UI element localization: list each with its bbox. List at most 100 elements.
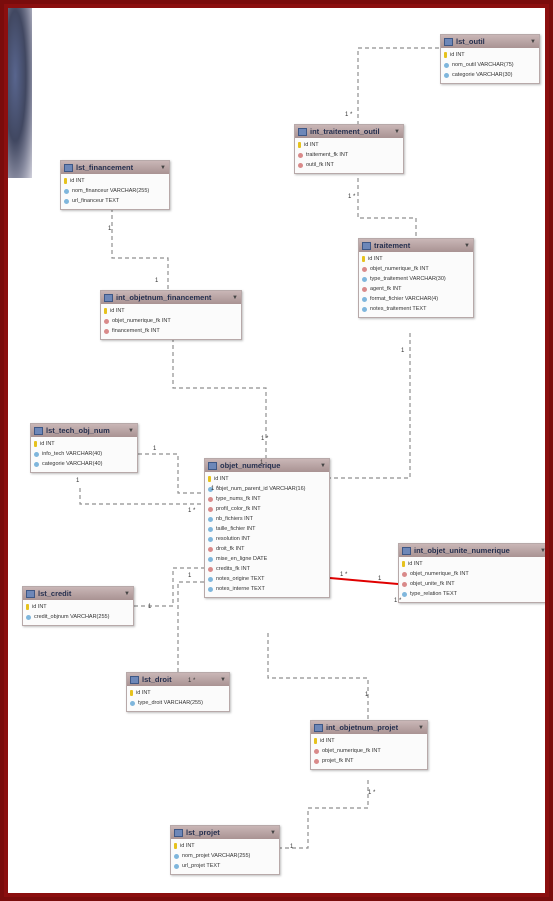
entity-title: lst_credit: [38, 589, 72, 598]
entity-field: objet_unite_fk INT: [402, 579, 545, 589]
chevron-down-icon[interactable]: ▼: [540, 547, 546, 554]
entity-field: financement_fk INT: [104, 326, 238, 336]
entity-field: nom_outil VARCHAR(75): [444, 60, 536, 70]
foreign-key-icon: [208, 566, 213, 572]
cardinality-label: 1: [76, 478, 80, 484]
chevron-down-icon[interactable]: ▼: [418, 724, 424, 731]
chevron-down-icon[interactable]: ▼: [530, 38, 536, 45]
entity-header[interactable]: lst_outil▼: [441, 35, 539, 48]
entity-field: objet_numerique_fk INT: [362, 264, 470, 274]
chevron-down-icon[interactable]: ▼: [394, 128, 400, 135]
entity-field: projet_fk INT: [314, 756, 424, 766]
cardinality-label: 1: [188, 573, 192, 579]
column-icon: [34, 461, 39, 467]
field-label: nom_financeur VARCHAR(255): [72, 188, 150, 194]
field-label: url_financeur TEXT: [72, 198, 120, 204]
entity-header[interactable]: lst_droit ▼: [127, 673, 229, 686]
chevron-down-icon[interactable]: ▼: [464, 242, 470, 249]
chevron-down-icon[interactable]: ▼: [124, 590, 130, 597]
chevron-down-icon[interactable]: ▼: [320, 462, 326, 469]
field-label: id INT: [304, 142, 319, 148]
entity-header[interactable]: int_traitement_outil▼: [295, 125, 403, 138]
chevron-down-icon[interactable]: ▼: [270, 829, 276, 836]
table-icon: [362, 241, 371, 250]
entity-field: format_fichier VARCHAR(4): [362, 294, 470, 304]
entity-title: lst_droit: [142, 675, 172, 684]
entity-field: id INT: [444, 50, 536, 60]
column-icon: [208, 556, 213, 562]
entity-header[interactable]: lst_credit ▼: [23, 587, 133, 600]
entity-header[interactable]: lst_financement ▼: [61, 161, 169, 174]
entity-header[interactable]: int_objetnum_financement▼: [101, 291, 241, 304]
column-icon: [130, 700, 135, 706]
field-label: droit_fk INT: [216, 546, 245, 552]
foreign-key-icon: [104, 318, 109, 324]
foreign-key-icon: [208, 496, 213, 502]
entity-header[interactable]: traitement▼: [359, 239, 473, 252]
key-icon: [26, 604, 29, 610]
entity-field: id INT: [104, 306, 238, 316]
field-label: financement_fk INT: [112, 328, 160, 334]
entity-field: objet_numerique_fk INT: [314, 746, 424, 756]
entity-header[interactable]: lst_tech_obj_num ▼: [31, 424, 137, 437]
entity-header[interactable]: objet_numerique▼: [205, 459, 329, 472]
entity-header[interactable]: int_objetnum_projet▼: [311, 721, 427, 734]
field-label: objet_unite_fk INT: [410, 581, 455, 587]
field-label: id INT: [136, 690, 151, 696]
chevron-down-icon[interactable]: ▼: [220, 676, 226, 683]
entity-field: nom_financeur VARCHAR(255): [64, 186, 166, 196]
cardinality-label: 1 *: [188, 678, 196, 684]
entity-field: info_tech VARCHAR(40): [34, 449, 134, 459]
cardinality-label: 1: [260, 460, 264, 466]
key-icon: [362, 256, 365, 262]
decorative-corner-image: [8, 8, 32, 178]
table-icon: [298, 127, 307, 136]
cardinality-label: 1: [153, 446, 157, 452]
chevron-down-icon[interactable]: ▼: [232, 294, 238, 301]
entity-field: objet_numerique_fk INT: [104, 316, 238, 326]
entity-field: droit_fk INT: [208, 544, 326, 554]
chevron-down-icon[interactable]: ▼: [128, 427, 134, 434]
field-label: type_nums_fk INT: [216, 496, 261, 502]
entity-field: categorie VARCHAR(30): [444, 70, 536, 80]
entity-title: lst_financement: [76, 163, 134, 172]
field-label: id INT: [214, 476, 229, 482]
column-icon: [174, 853, 179, 859]
entity-title: lst_projet: [186, 828, 220, 837]
entity-header[interactable]: lst_projet ▼: [171, 826, 279, 839]
relationship-lines: [79, 47, 446, 849]
field-label: credit_objnum VARCHAR(255): [34, 614, 110, 620]
column-icon: [444, 72, 449, 78]
chevron-down-icon[interactable]: ▼: [160, 164, 166, 171]
column-icon: [34, 451, 39, 457]
column-icon: [208, 536, 213, 542]
entity-field: id INT: [314, 736, 424, 746]
column-icon: [208, 576, 213, 582]
entity-header[interactable]: int_objet_unite_numerique▼: [399, 544, 546, 557]
field-label: projet_fk INT: [322, 758, 354, 764]
entity-field: credits_fk INT: [208, 564, 326, 574]
foreign-key-icon: [402, 571, 407, 577]
entity-field: agent_fk INT: [362, 284, 470, 294]
cardinality-label: 1 *: [261, 436, 269, 442]
field-label: id INT: [408, 561, 423, 567]
entity-field: id INT: [362, 254, 470, 264]
foreign-key-icon: [314, 758, 319, 764]
entity-field: nb_fichiers INT: [208, 514, 326, 524]
entity-title: lst_tech_obj_num: [46, 426, 110, 435]
table-icon: [314, 723, 323, 732]
